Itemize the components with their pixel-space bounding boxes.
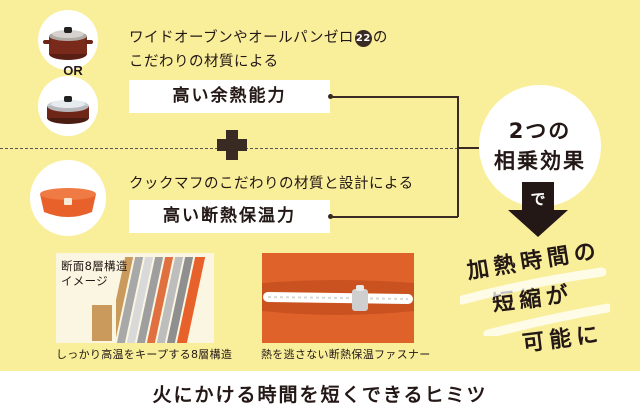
layer-image-caption: しっかり高温をキープする8層構造 bbox=[56, 348, 233, 361]
feature-box-insulation: 高い断熱保温力 bbox=[129, 200, 330, 233]
synergy-line1: 2つの bbox=[508, 119, 572, 143]
model-number-badge: 22 bbox=[354, 30, 372, 47]
orange-container-icon bbox=[30, 160, 106, 236]
feature-box-heat-retention: 高い余熱能力 bbox=[129, 80, 330, 113]
connector-line-to-circle bbox=[457, 147, 479, 149]
layer-structure-image bbox=[56, 253, 214, 343]
layer-image-label: 断面8層構造 イメージ bbox=[61, 259, 128, 289]
result-underline-strokes bbox=[460, 267, 610, 336]
footer-title: 火にかける時間を短くできるヒミツ bbox=[0, 371, 640, 420]
zipper-image bbox=[262, 253, 414, 343]
layer-label-line1: 断面8層構造 bbox=[61, 259, 128, 273]
down-arrow-icon bbox=[508, 182, 568, 237]
connector-line-bottom bbox=[330, 216, 458, 218]
connector-line-vertical bbox=[457, 96, 459, 217]
bottom-intro: クックマフのこだわりの材質と設計による bbox=[129, 176, 414, 192]
zipper-image-caption: 熱を逃さない断熱保温ファスナー bbox=[261, 348, 431, 361]
top-intro-line2: こだわりの材質による bbox=[129, 54, 279, 70]
or-label: OR bbox=[63, 63, 83, 78]
arrow-label: で bbox=[530, 190, 546, 208]
top-intro-text-pre: ワイドオーブンやオールパンゼロ bbox=[129, 30, 354, 46]
top-intro-text-post: の bbox=[372, 30, 388, 46]
connector-line-top bbox=[330, 96, 458, 98]
glass-lid-pan-icon bbox=[38, 76, 98, 136]
dutch-oven-icon bbox=[38, 10, 98, 70]
synergy-line2: 相乗効果 bbox=[494, 149, 586, 173]
plus-icon-vertical bbox=[226, 130, 238, 160]
layer-label-line2: イメージ bbox=[61, 274, 108, 288]
